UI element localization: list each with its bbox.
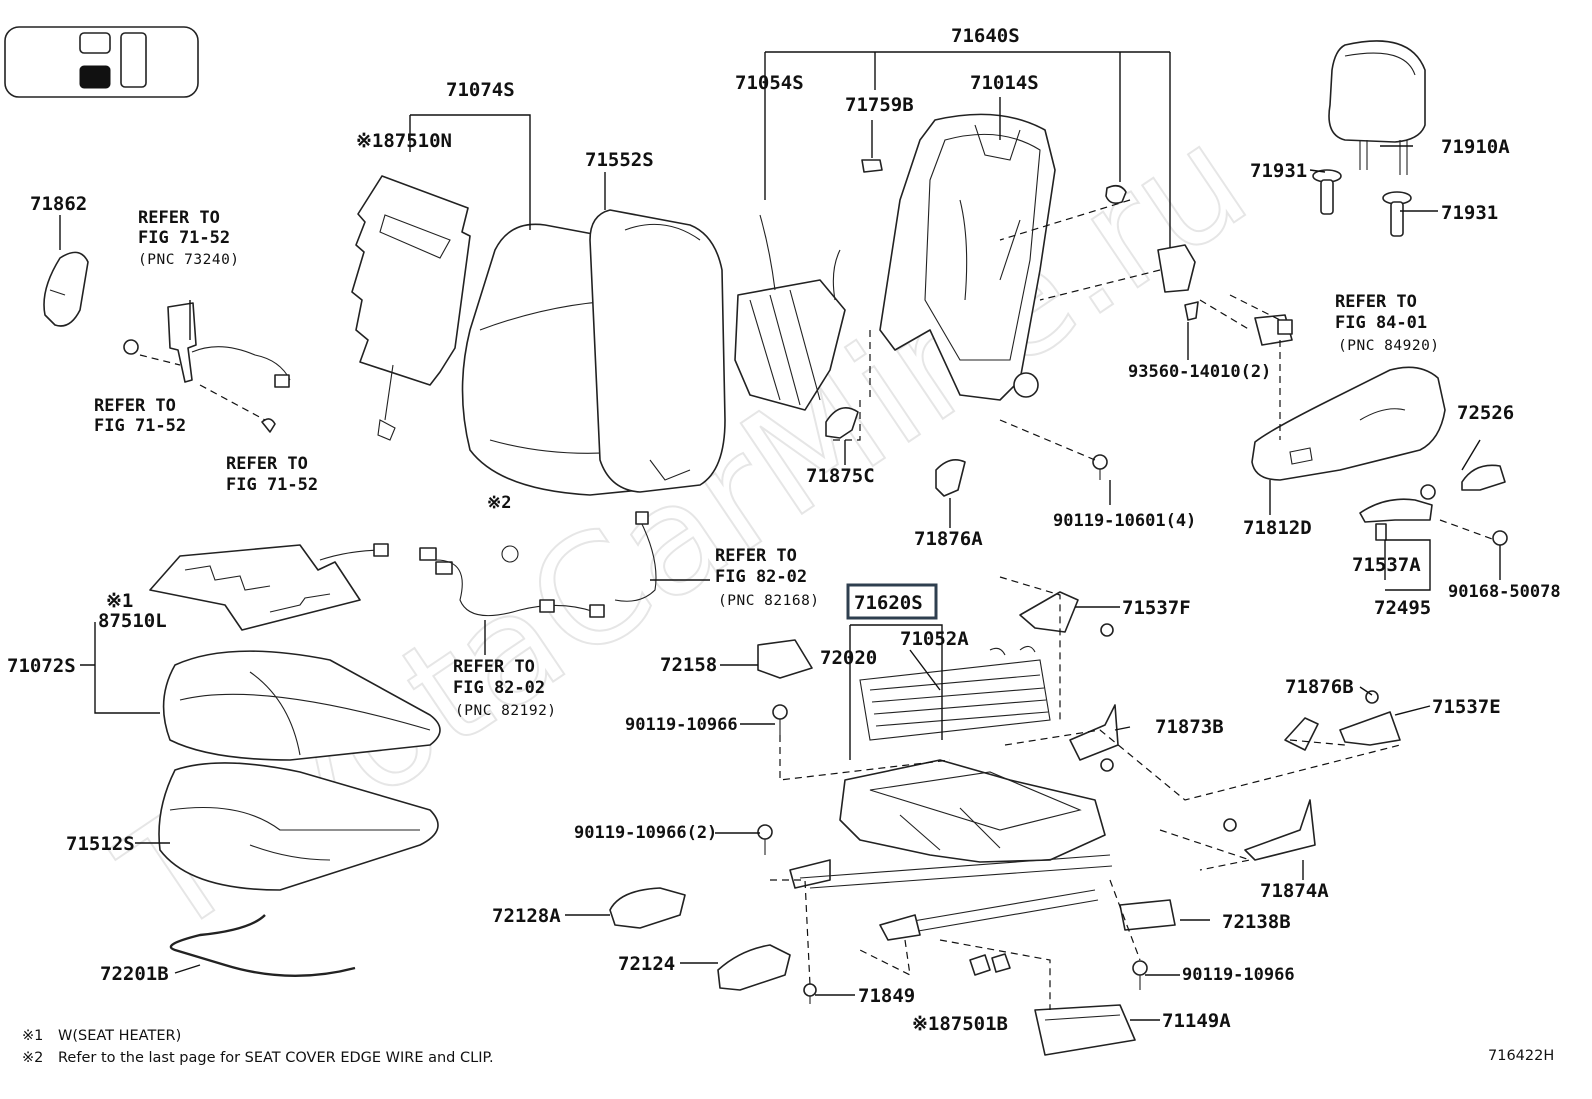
part-label-71149a[interactable]: 71149A xyxy=(1162,1010,1231,1032)
part-label-90119-10966-lower[interactable]: 90119-10966 xyxy=(1182,965,1295,985)
clip-mark: ※2 xyxy=(487,493,511,513)
refer-82-02-lower-pnc: (PNC 82192) xyxy=(455,703,557,719)
cover-edge-wire-drawing xyxy=(169,914,356,977)
part-label-87510l[interactable]: 87510L xyxy=(98,610,167,632)
bolts-drawing xyxy=(757,454,1379,1004)
figure-id: 716422H xyxy=(1488,1048,1554,1064)
part-label-71620s[interactable]: 71620S xyxy=(854,592,923,614)
heater-switch-drawing xyxy=(1254,314,1293,346)
leader-lines xyxy=(59,51,1501,1021)
refer-notes: REFER TO FIG 71-52 (PNC 73240) REFER TO … xyxy=(94,208,1440,719)
part-label-72526[interactable]: 72526 xyxy=(1457,402,1514,424)
footnotes: ※1 W(SEAT HEATER) ※2 Refer to the last p… xyxy=(22,1028,494,1066)
headrest-drawing xyxy=(1328,40,1426,175)
part-label-71074s[interactable]: 71074S xyxy=(446,79,515,101)
part-label-71876a[interactable]: 71876A xyxy=(914,528,983,550)
headrest-guide-drawing xyxy=(1312,169,1412,237)
refer-71-52-right-line2[interactable]: FIG 71-52 xyxy=(226,475,318,495)
cover-clips-drawing xyxy=(825,406,966,497)
part-label-71759b[interactable]: 71759B xyxy=(845,94,914,116)
part-label-71537e[interactable]: 71537E xyxy=(1432,696,1501,718)
refer-82-02-upper-line1[interactable]: REFER TO xyxy=(715,546,797,566)
part-label-71862[interactable]: 71862 xyxy=(30,193,87,215)
refer-84-01-line1[interactable]: REFER TO xyxy=(1335,292,1417,312)
part-label-72138b[interactable]: 72138B xyxy=(1222,911,1291,933)
seatbelt-buckle-drawing xyxy=(123,302,291,433)
seat-cushion-cover-drawing xyxy=(162,650,441,761)
footnote-1-mark: ※1 xyxy=(22,1028,43,1044)
part-label-93560-14010[interactable]: 93560-14010(2) xyxy=(1128,362,1271,382)
seat-side-shield-drawing xyxy=(1251,366,1508,546)
refer-84-01-pnc: (PNC 84920) xyxy=(1338,338,1440,354)
part-label-72020[interactable]: 72020 xyxy=(820,647,877,669)
seat-wiring-harness-drawing xyxy=(419,511,657,618)
part-label-71812d[interactable]: 71812D xyxy=(1243,517,1312,539)
part-label-72495[interactable]: 72495 xyxy=(1374,597,1431,619)
part-labels: 71640S 71054S 71014S 71759B 71074S ※1875… xyxy=(7,25,1561,1035)
part-label-71876b[interactable]: 71876B xyxy=(1285,676,1354,698)
recliner-mechanism-drawing xyxy=(734,214,846,411)
assembly-dashed-lines xyxy=(139,199,1496,1010)
refer-71-52-buckle-pnc: (PNC 73240) xyxy=(138,252,240,268)
part-label-71552s[interactable]: 71552S xyxy=(585,149,654,171)
part-label-72124[interactable]: 72124 xyxy=(618,953,675,975)
part-label-87510l-mark[interactable]: ※1 xyxy=(106,590,133,612)
seatback-heater-drawing xyxy=(351,175,471,441)
part-label-71537f[interactable]: 71537F xyxy=(1122,597,1191,619)
footnote-1-text: W(SEAT HEATER) xyxy=(58,1028,181,1044)
frame-clip-drawing xyxy=(1105,184,1199,321)
refer-71-52-left-line1[interactable]: REFER TO xyxy=(94,396,176,416)
part-label-71875c[interactable]: 71875C xyxy=(806,465,875,487)
part-label-71054s[interactable]: 71054S xyxy=(735,72,804,94)
brackets-drawing xyxy=(757,591,1401,861)
part-label-71052a[interactable]: 71052A xyxy=(900,628,969,650)
footnote-2-mark: ※2 xyxy=(22,1050,43,1066)
part-label-71072s[interactable]: 71072S xyxy=(7,655,76,677)
part-label-71537a[interactable]: 71537A xyxy=(1352,554,1421,576)
highlighted-part-box xyxy=(846,583,938,620)
part-label-72158[interactable]: 72158 xyxy=(660,654,717,676)
refer-84-01-line2[interactable]: FIG 84-01 xyxy=(1335,313,1427,333)
part-label-90168-50078[interactable]: 90168-50078 xyxy=(1448,582,1561,602)
refer-71-52-buckle-line1[interactable]: REFER TO xyxy=(138,208,220,228)
part-label-90119-10966-upper[interactable]: 90119-10966 xyxy=(625,715,738,735)
part-label-71873b[interactable]: 71873B xyxy=(1155,716,1224,738)
refer-71-52-left-line2[interactable]: FIG 71-52 xyxy=(94,416,186,436)
part-label-71640s[interactable]: 71640S xyxy=(951,25,1020,47)
part-label-71849[interactable]: 71849 xyxy=(858,985,915,1007)
seatback-frame-drawing xyxy=(861,113,1056,401)
refer-82-02-lower-line2[interactable]: FIG 82-02 xyxy=(453,678,545,698)
footnote-2-text: Refer to the last page for SEAT COVER ED… xyxy=(58,1050,494,1066)
part-label-72201b[interactable]: 72201B xyxy=(100,963,169,985)
part-label-90119-10966-2[interactable]: 90119-10966(2) xyxy=(574,823,717,843)
refer-71-52-right-line1[interactable]: REFER TO xyxy=(226,454,308,474)
part-label-71874a[interactable]: 71874A xyxy=(1260,880,1329,902)
seat-position-indicator-icon xyxy=(4,26,199,98)
refer-71-52-buckle-line2[interactable]: FIG 71-52 xyxy=(138,228,230,248)
part-label-71014s[interactable]: 71014S xyxy=(970,72,1039,94)
part-label-71931-lower[interactable]: 71931 xyxy=(1441,202,1498,224)
seat-spring-drawing xyxy=(859,645,1051,741)
part-label-71910a[interactable]: 71910A xyxy=(1441,136,1510,158)
part-label-87510n[interactable]: ※187510N xyxy=(356,130,452,152)
part-label-90119-10601[interactable]: 90119-10601(4) xyxy=(1053,511,1196,531)
refer-82-02-lower-line1[interactable]: REFER TO xyxy=(453,657,535,677)
seat-adjuster-frame-drawing xyxy=(789,759,1113,941)
refer-82-02-upper-pnc: (PNC 82168) xyxy=(718,593,820,609)
seatback-pad-drawing xyxy=(589,209,726,493)
part-label-72128a[interactable]: 72128A xyxy=(492,905,561,927)
part-label-87501b[interactable]: ※187501B xyxy=(912,1013,1008,1035)
part-label-71512s[interactable]: 71512S xyxy=(66,833,135,855)
part-label-71931-upper[interactable]: 71931 xyxy=(1250,160,1307,182)
cushion-heater-drawing xyxy=(149,543,389,631)
lever-knob-drawing xyxy=(43,251,89,327)
refer-82-02-upper-line2[interactable]: FIG 82-02 xyxy=(715,567,807,587)
seat-cushion-pad-drawing xyxy=(158,762,439,891)
rail-covers-drawing xyxy=(609,887,1176,1056)
